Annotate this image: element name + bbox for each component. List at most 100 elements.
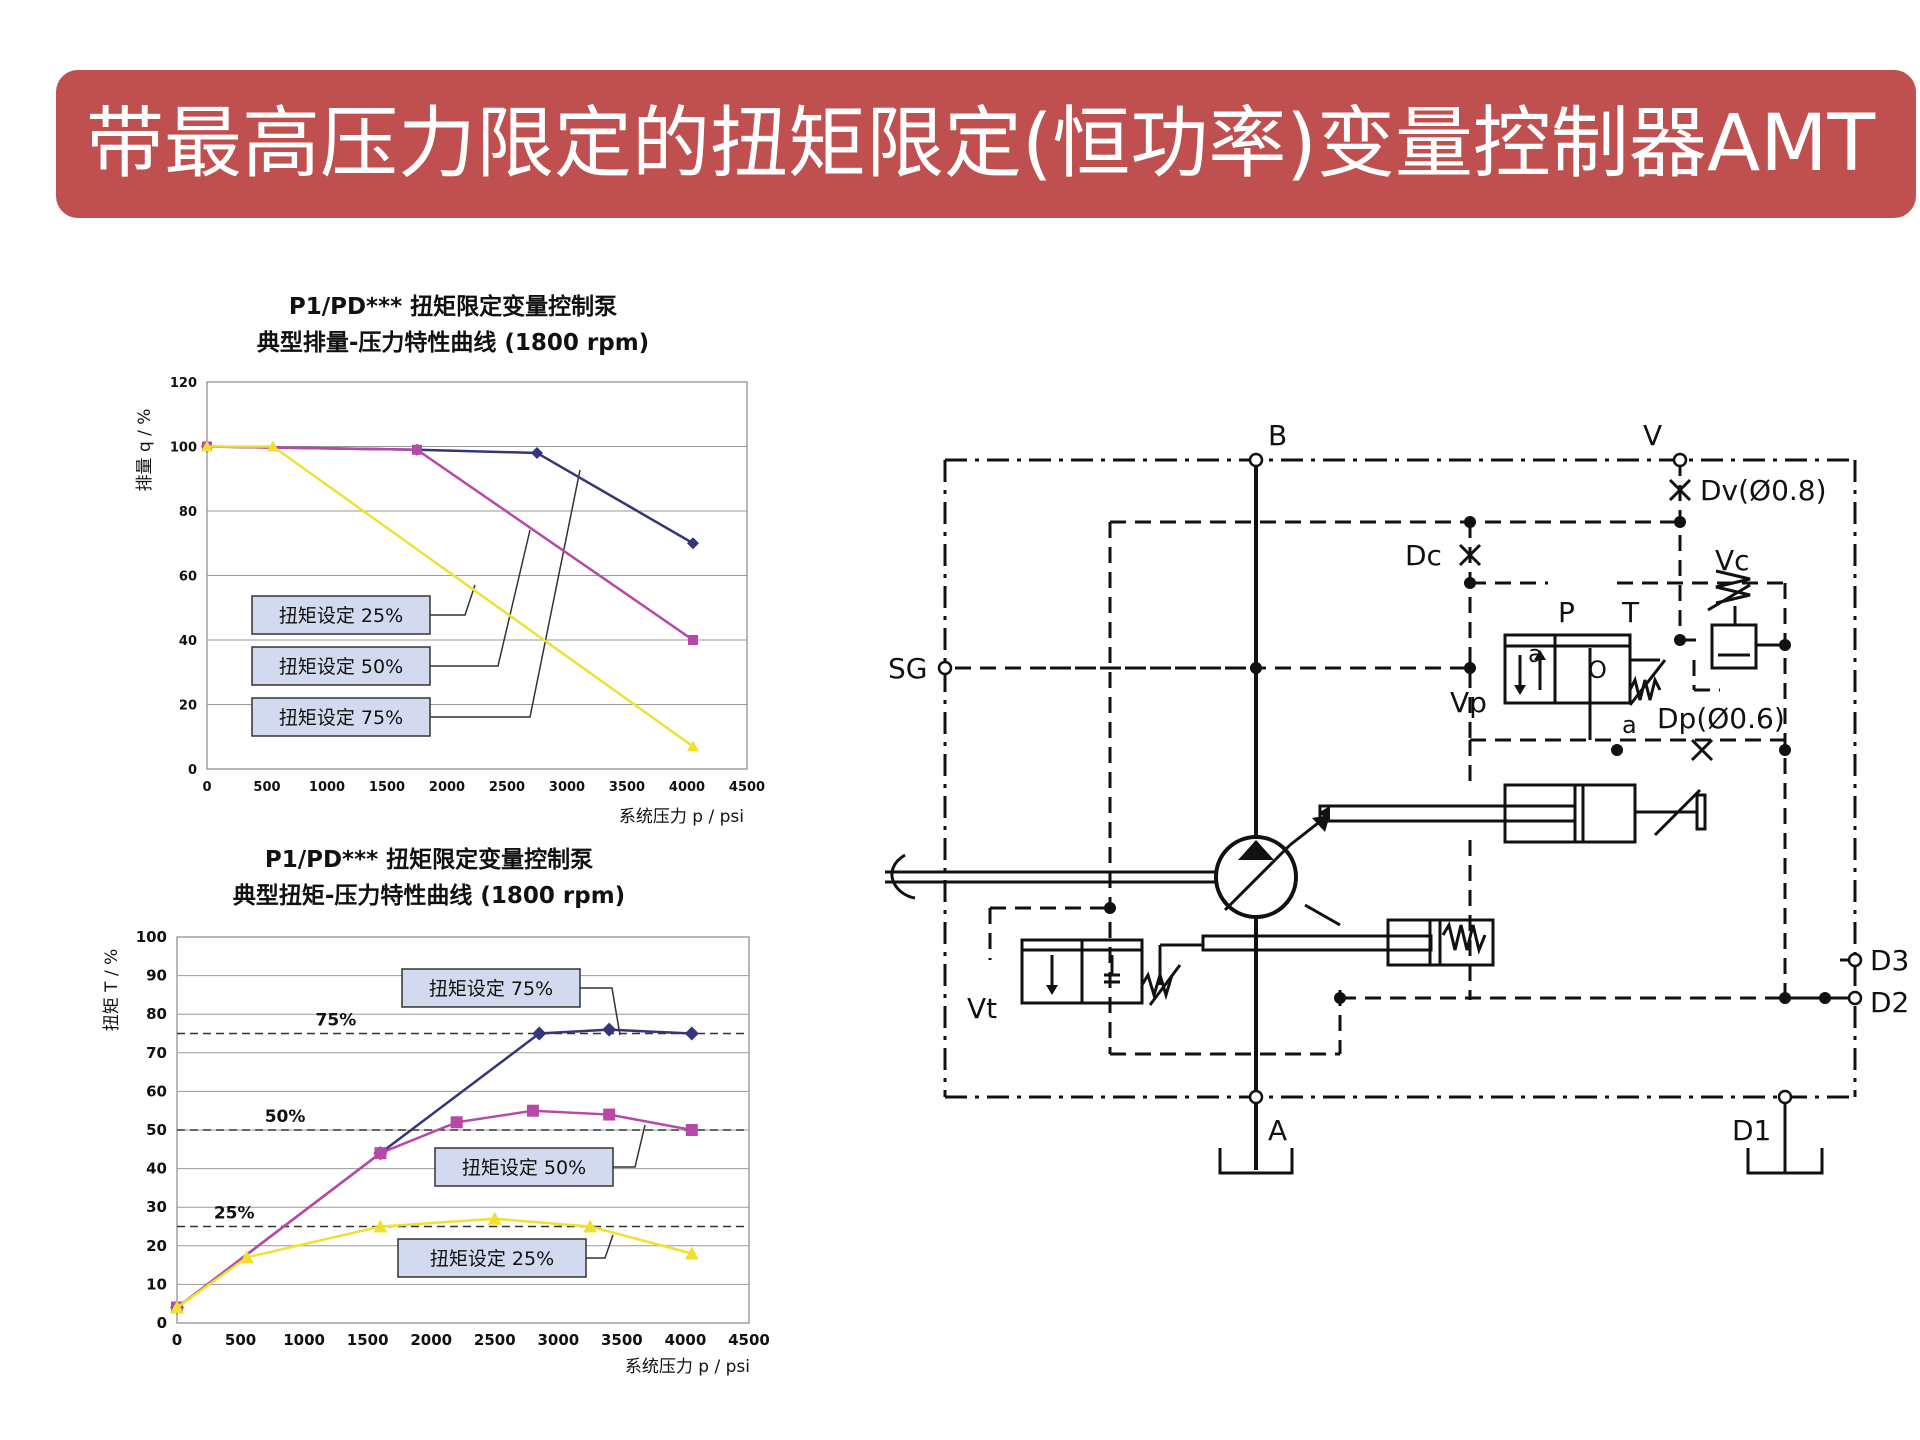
x-tick-label: 500 <box>253 780 280 795</box>
y-tick-label: 0 <box>188 763 197 778</box>
annotation-leader-line <box>430 584 476 616</box>
chart2-title: P1/PD*** 扭矩限定变量控制泵 <box>265 846 593 873</box>
port-sg <box>937 660 953 676</box>
chart1-xlabel: 系统压力 p / psi <box>619 807 744 827</box>
data-point <box>201 440 213 452</box>
torque-limiting-valve <box>1020 938 1203 1006</box>
x-tick-label: 4000 <box>669 780 705 795</box>
label-dv: Dv(Ø0.8) <box>1700 474 1827 507</box>
x-tick-label: 4500 <box>728 1331 770 1349</box>
y-tick-label: 30 <box>146 1198 167 1216</box>
label-vp: Vp <box>1450 686 1487 719</box>
x-tick-label: 3000 <box>537 1331 579 1349</box>
label-d3: D3 <box>1870 944 1909 977</box>
y-tick-label: 100 <box>136 928 167 946</box>
data-point <box>526 1104 539 1117</box>
chart2-annotation-label: 扭矩设定 50% <box>462 1157 586 1179</box>
x-tick-label: 1500 <box>347 1331 389 1349</box>
x-tick-label: 1500 <box>369 780 405 795</box>
y-tick-label: 60 <box>179 570 197 585</box>
chart1-annotation-50: 扭矩设定 50% <box>251 646 431 686</box>
label-d2: D2 <box>1870 986 1909 1019</box>
port-b <box>1248 452 1264 468</box>
servo-rod-arrow <box>1318 806 1330 820</box>
pump-variable-arrow <box>1312 815 1330 832</box>
slide-title: 带最高压力限定的扭矩限定(恒功率)变量控制器AMT <box>86 99 1876 189</box>
data-point <box>267 440 279 452</box>
label-a-lower: a <box>1622 711 1637 739</box>
chart2-xlabel: 系统压力 p / psi <box>625 1357 750 1377</box>
label-dc: Dc <box>1405 539 1442 572</box>
slide-title-bar: 带最高压力限定的扭矩限定(恒功率)变量控制器AMT <box>56 70 1916 218</box>
port-v <box>1672 452 1688 468</box>
chart1-annotation-25: 扭矩设定 25% <box>251 595 431 635</box>
variable-pump-symbol <box>1214 818 1323 919</box>
chart1-annotation-75: 扭矩设定 75% <box>251 697 431 737</box>
chart2-ylabel: 扭矩 T / % <box>102 949 122 1031</box>
orifice-dc <box>1458 543 1482 567</box>
bias-cylinder <box>1201 903 1495 967</box>
annotation-leader-line <box>613 1124 646 1168</box>
y-tick-label: 20 <box>179 699 197 714</box>
y-tick-label: 70 <box>146 1044 167 1062</box>
relief-valve <box>1707 569 1785 670</box>
x-tick-label: 0 <box>202 780 211 795</box>
label-p: P <box>1558 596 1575 629</box>
chart2-annotation-50: 扭矩设定 50% <box>434 1147 614 1187</box>
x-tick-label: 3000 <box>549 780 585 795</box>
y-tick-label: 120 <box>170 376 197 391</box>
label-a-valve: a <box>1528 640 1543 668</box>
y-tick-label: 60 <box>146 1082 167 1100</box>
label-vc: Vc <box>1715 544 1750 577</box>
y-tick-label: 10 <box>146 1275 167 1293</box>
data-point <box>687 537 699 550</box>
chart2-annotation-label: 扭矩设定 75% <box>429 978 553 1000</box>
data-point <box>170 1300 184 1314</box>
x-tick-label: 500 <box>225 1331 256 1349</box>
torque-pressure-chart: P1/PD*** 扭矩限定变量控制泵 典型扭矩-压力特性曲线 (1800 rpm… <box>102 846 770 1377</box>
chart1-annotation-label: 扭矩设定 25% <box>279 605 403 627</box>
tank-a <box>1218 1148 1294 1175</box>
label-sg: SG <box>888 652 927 685</box>
reference-line-label: 25% <box>214 1204 255 1224</box>
data-point <box>602 1022 617 1037</box>
port-a <box>1248 1089 1264 1105</box>
chart1-annotation-label: 扭矩设定 75% <box>279 707 403 729</box>
label-t: T <box>1621 596 1640 629</box>
chart1-subtitle: 典型排量-压力特性曲线 (1800 rpm) <box>257 329 649 356</box>
x-tick-label: 4500 <box>729 780 765 795</box>
y-tick-label: 20 <box>146 1237 167 1255</box>
label-o: O <box>1588 656 1607 684</box>
label-b: B <box>1268 420 1287 452</box>
x-tick-label: 1000 <box>283 1331 325 1349</box>
pump-direction-arrow <box>1238 840 1274 860</box>
pressure-compensator-valve <box>1503 633 1667 740</box>
y-tick-label: 100 <box>170 441 197 456</box>
pilot-lines <box>955 460 1787 1056</box>
port-d3 <box>1847 952 1863 968</box>
x-tick-label: 3500 <box>601 1331 643 1349</box>
drive-shaft <box>885 853 1218 900</box>
data-point <box>373 1219 388 1233</box>
annotation-leader-line <box>430 469 581 718</box>
x-tick-label: 2000 <box>429 780 465 795</box>
data-point <box>450 1116 463 1129</box>
label-d1: D1 <box>1732 1114 1771 1147</box>
y-tick-label: 80 <box>146 1005 167 1023</box>
x-tick-label: 1000 <box>309 780 345 795</box>
data-point <box>374 1147 387 1160</box>
y-tick-label: 50 <box>146 1121 167 1139</box>
y-tick-label: 0 <box>157 1314 167 1332</box>
annotation-leader-line <box>430 529 531 667</box>
reference-line-label: 50% <box>265 1107 306 1127</box>
data-point <box>532 1026 547 1041</box>
data-point <box>603 1108 616 1121</box>
y-tick-label: 90 <box>146 967 167 985</box>
data-point <box>688 635 698 645</box>
chart1-title: P1/PD*** 扭矩限定变量控制泵 <box>289 293 617 320</box>
data-point <box>412 444 422 455</box>
annotation-leader-line <box>586 1234 614 1259</box>
servo-cylinder <box>1318 783 1707 844</box>
control-envelope-frame <box>943 458 1857 1099</box>
chart1-ylabel: 排量 q / % <box>135 409 155 492</box>
